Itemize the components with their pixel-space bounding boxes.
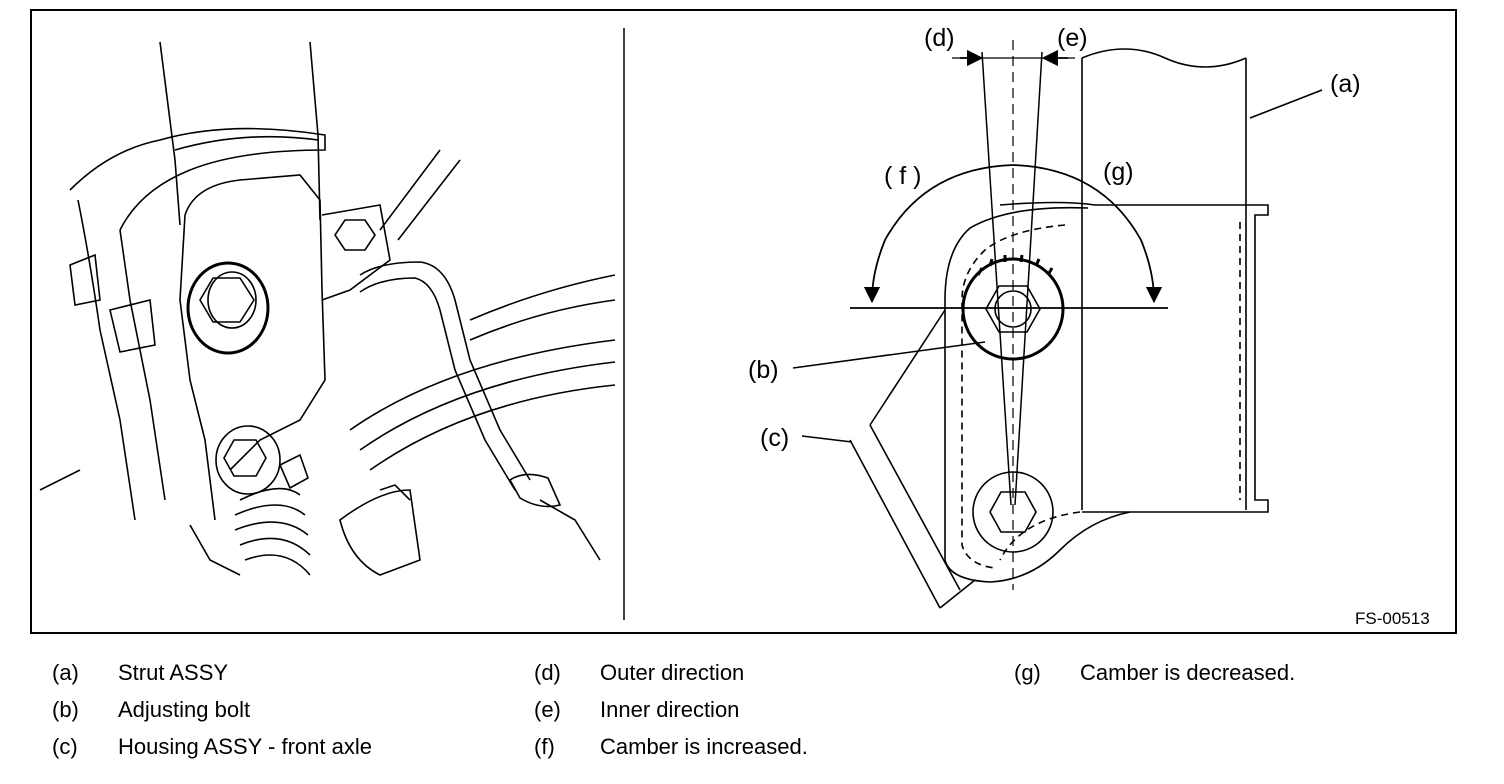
leader-c xyxy=(801,435,853,443)
legend-text: Outer direction xyxy=(600,660,745,685)
legend-item-a: (a) Strut ASSY xyxy=(52,656,228,690)
legend: (a) Strut ASSY (b) Adjusting bolt (c) Ho… xyxy=(0,656,1504,784)
callout-f: ( f ) xyxy=(884,162,922,190)
housing-edge-1 xyxy=(849,439,941,609)
legend-item-g: (g) Camber is decreased. xyxy=(1014,656,1295,690)
leader-a xyxy=(1249,89,1323,119)
adjusting-bolt-cam xyxy=(961,257,1065,361)
housing-edge-2 xyxy=(869,424,961,591)
callout-g: (g) xyxy=(1103,158,1134,186)
legend-key: (f) xyxy=(534,734,555,759)
legend-item-c: (c) Housing ASSY - front axle xyxy=(52,730,372,764)
callout-e: (e) xyxy=(1057,24,1088,52)
legend-text: Camber is increased. xyxy=(600,734,808,759)
legend-text: Housing ASSY - front axle xyxy=(118,734,372,759)
callout-d: (d) xyxy=(924,24,955,52)
legend-key: (d) xyxy=(534,660,561,685)
diagram-svg: (a) (b) (c) (d) (e) ( f ) (g) FS-00513 xyxy=(30,9,1457,634)
callout-a: (a) xyxy=(1330,70,1361,98)
legend-text: Inner direction xyxy=(600,697,740,722)
legend-key: (b) xyxy=(52,697,79,722)
strut-break-line xyxy=(1081,48,1247,68)
legend-key: (e) xyxy=(534,697,561,722)
legend-text: Camber is decreased. xyxy=(1080,660,1296,685)
legend-item-f: (f) Camber is increased. xyxy=(534,730,808,764)
figure-frame xyxy=(30,9,1457,634)
figure-code: FS-00513 xyxy=(1355,609,1430,628)
service-diagram: (a) (b) (c) (d) (e) ( f ) (g) FS-00513 xyxy=(30,9,1457,634)
callout-c: (c) xyxy=(760,424,789,452)
legend-text: Adjusting bolt xyxy=(118,697,251,722)
left-strut-illustration xyxy=(39,41,616,576)
leader-b xyxy=(792,341,986,369)
legend-text: Strut ASSY xyxy=(118,660,229,685)
legend-key: (a) xyxy=(52,660,79,685)
right-camber-schematic xyxy=(792,40,1323,609)
legend-item-e: (e) Inner direction xyxy=(534,693,739,727)
legend-item-d: (d) Outer direction xyxy=(534,656,744,690)
legend-key: (c) xyxy=(52,734,78,759)
callout-b: (b) xyxy=(748,356,779,384)
adjusting-bolt-hex xyxy=(985,285,1041,333)
legend-item-b: (b) Adjusting bolt xyxy=(52,693,250,727)
legend-key: (g) xyxy=(1014,660,1041,685)
